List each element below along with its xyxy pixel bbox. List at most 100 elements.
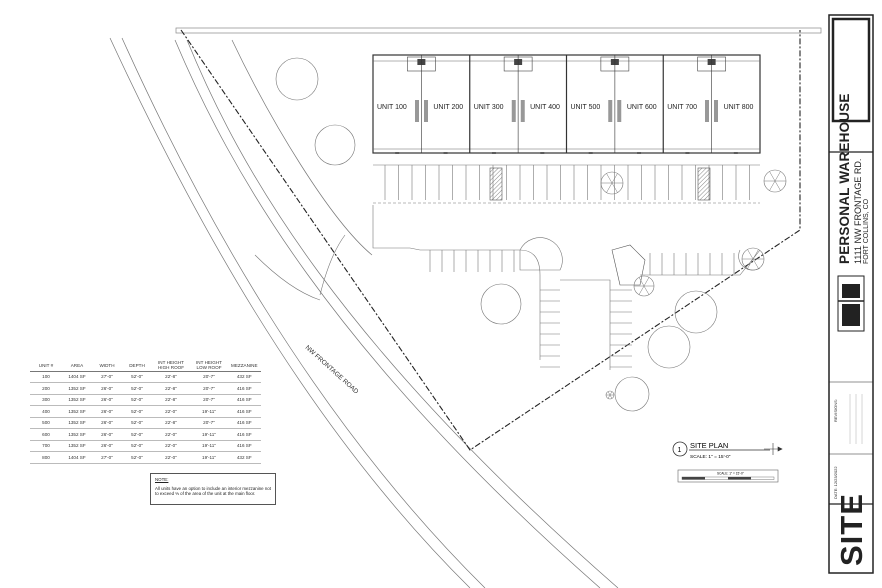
table-cell: 22'-0" [152, 451, 190, 464]
address-line-1: 1111 NW FRONTAGE RD. [853, 158, 863, 264]
table-cell: 27'-0" [92, 451, 122, 464]
table-cell: 19'-11" [190, 428, 228, 441]
north-street-edge [175, 27, 822, 34]
sheet-name: SITE [834, 493, 869, 566]
road-label: NW FRONTAGE ROAD [304, 344, 360, 395]
tree-icon [763, 169, 787, 193]
table-cell: 22'-0" [152, 440, 190, 452]
table-cell: 26'-0" [92, 394, 122, 406]
table-cell: 19'-11" [190, 451, 228, 464]
table-cell: 600 [30, 428, 62, 441]
revisions-label: REVISIONS: [833, 399, 838, 422]
table-cell: 26'-0" [92, 440, 122, 452]
view-title: SITE PLAN [690, 441, 728, 450]
table-cell: 1352 SF [62, 382, 92, 395]
landscape-islands [519, 237, 761, 286]
stair-icon [511, 100, 516, 122]
tree-icon [674, 290, 718, 334]
unit-label: UNIT 700 [667, 104, 698, 111]
table-cell: 1352 SF [62, 405, 92, 418]
table-cell: 26'-0" [92, 417, 122, 429]
tree-icon [275, 57, 319, 101]
table-cell: 800 [30, 451, 62, 464]
table-cell: 416 SF [228, 417, 261, 429]
property-line [180, 29, 801, 451]
table-cell: 416 SF [228, 382, 261, 395]
table-cell: 416 SF [228, 428, 261, 441]
project-name: PERSONAL WAREHOUSE [837, 93, 852, 264]
table-cell: 22'-8" [152, 417, 190, 429]
table-cell: 52'-0" [122, 394, 152, 406]
table-cell: 100 [30, 371, 62, 383]
stair-icon [714, 100, 718, 122]
table-header-cell: AREA [62, 360, 92, 372]
table-cell: 52'-0" [122, 440, 152, 452]
table-cell: 500 [30, 417, 62, 429]
address-line-2: FORT COLLINS, CO [863, 198, 870, 264]
table-cell: 416 SF [228, 440, 261, 452]
table-cell: 200 [30, 382, 62, 395]
tree-icon [480, 283, 522, 325]
view-scale: SCALE: 1" = 15'-0" [690, 454, 731, 460]
stair-icon [415, 100, 419, 122]
table-cell: 400 [30, 405, 62, 418]
note-text: All units have an option to include an i… [155, 486, 271, 496]
table-cell: 52'-0" [122, 428, 152, 441]
table-cell: 1352 SF [62, 440, 92, 452]
table-cell: 1404 SF [62, 371, 92, 383]
table-header-cell: WIDTH [92, 360, 122, 372]
table-cell: 52'-0" [122, 405, 152, 418]
table-cell: 22'-0" [152, 405, 190, 418]
tree-icon [600, 171, 624, 195]
table-cell: 20'-7" [190, 371, 228, 383]
table-cell: 1352 SF [62, 394, 92, 406]
tree-icon [633, 275, 655, 297]
unit-label: UNIT 800 [723, 104, 754, 111]
table-cell: 22'-8" [152, 371, 190, 383]
building-logo-icon [837, 275, 865, 332]
unit-label: UNIT 300 [473, 104, 504, 111]
title-block-frame [828, 14, 874, 574]
mezzanine-note: NOTE: All units have an option to includ… [150, 473, 276, 505]
stair-icon [608, 100, 613, 122]
table-cell: 22'-8" [152, 382, 190, 395]
stair-icon [424, 100, 428, 122]
table-cell: 20'-7" [190, 394, 228, 406]
table-cell: 27'-0" [92, 371, 122, 383]
unit-label: UNIT 500 [570, 104, 601, 111]
view-number: 1 [678, 447, 682, 454]
table-cell: 52'-0" [122, 371, 152, 383]
table-cell: 1404 SF [62, 451, 92, 464]
frontage-road [109, 37, 619, 588]
north-arrow-icon [764, 443, 783, 455]
table-cell: 416 SF [228, 405, 261, 418]
table-cell: 26'-0" [92, 405, 122, 418]
table-cell: 19'-11" [190, 405, 228, 418]
table-cell: 700 [30, 440, 62, 452]
stair-icon [617, 100, 622, 122]
unit-label: UNIT 600 [626, 104, 657, 111]
scale-bar: SCALE: 1" = 15'-0" [677, 469, 779, 483]
table-cell: 22'-0" [152, 428, 190, 441]
trees [275, 57, 787, 412]
table-cell: 300 [30, 394, 62, 406]
table-cell: 20'-7" [190, 417, 228, 429]
title-block: PERSONAL WAREHOUSE 1111 NW FRONTAGE RD. … [828, 14, 874, 574]
unit-label: UNIT 200 [433, 104, 464, 111]
note-title: NOTE: [155, 477, 169, 482]
table-cell: 432 SF [228, 451, 261, 464]
tree-icon [314, 124, 356, 166]
tree-icon [647, 325, 691, 369]
table-header-cell: DEPTH [122, 360, 152, 372]
view-tag: 1 SITE PLAN SCALE: 1" = 15'-0" [672, 441, 770, 460]
scale-bar-label: SCALE: 1" = 15'-0" [717, 472, 744, 476]
